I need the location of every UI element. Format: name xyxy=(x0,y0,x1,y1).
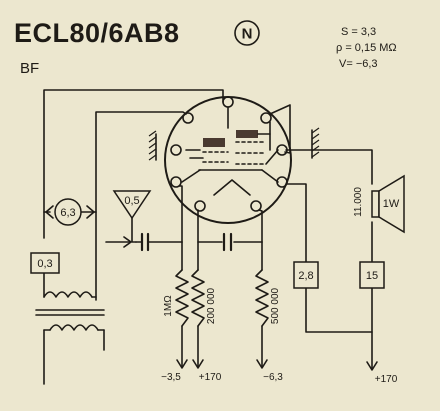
box-mid-label: 2,8 xyxy=(298,270,313,282)
resistor-3-label: 500 000 xyxy=(270,287,281,324)
terminal-minus-6-3: −6,3 xyxy=(263,372,283,383)
spec-slope: S = 3,3 xyxy=(341,26,376,38)
terminal-plus-170-a: +170 xyxy=(199,372,222,383)
resistor-200k xyxy=(191,269,205,327)
tube-title: ECL80/6AB8 xyxy=(14,18,180,48)
resistor-1m xyxy=(175,269,189,327)
antenna-value: 0,5 xyxy=(124,195,139,207)
coupling-capacitor-1 xyxy=(135,232,150,252)
spec-resistance: ρ = 0,15 MΩ xyxy=(336,42,397,54)
transformer-ratio: 11.000 xyxy=(353,187,364,217)
subtitle: BF xyxy=(20,60,39,77)
terminal-arrows xyxy=(176,359,378,371)
output-transformer xyxy=(35,291,105,385)
chassis-hatch-right xyxy=(311,127,320,159)
resistor-1-label: 1MΩ xyxy=(163,295,174,317)
wiring xyxy=(43,89,373,369)
heater-circle xyxy=(54,198,82,226)
box-mid xyxy=(293,261,319,289)
heater-voltage: 6,3 xyxy=(60,207,75,219)
speaker xyxy=(371,174,405,234)
input-triangle xyxy=(112,190,152,220)
coupling-capacitor-2 xyxy=(222,232,233,252)
norm-badge-circle xyxy=(234,20,260,46)
box-right-label: 15 xyxy=(366,270,378,282)
chassis-hatch-left xyxy=(148,130,157,161)
resistor-2-label: 200 000 xyxy=(206,287,217,324)
box-left xyxy=(30,252,60,274)
terminal-minus-3-5: −3,5 xyxy=(161,372,181,383)
terminal-plus-170-b: +170 xyxy=(375,374,398,385)
resistor-500k xyxy=(255,269,269,327)
box-right xyxy=(359,261,385,289)
tube-electrodes xyxy=(181,106,279,196)
spec-voltage: V= −6,3 xyxy=(339,58,378,70)
norm-badge: N xyxy=(242,26,253,43)
speaker-power: 1W xyxy=(383,198,400,210)
box-left-label: 0,3 xyxy=(37,258,52,270)
